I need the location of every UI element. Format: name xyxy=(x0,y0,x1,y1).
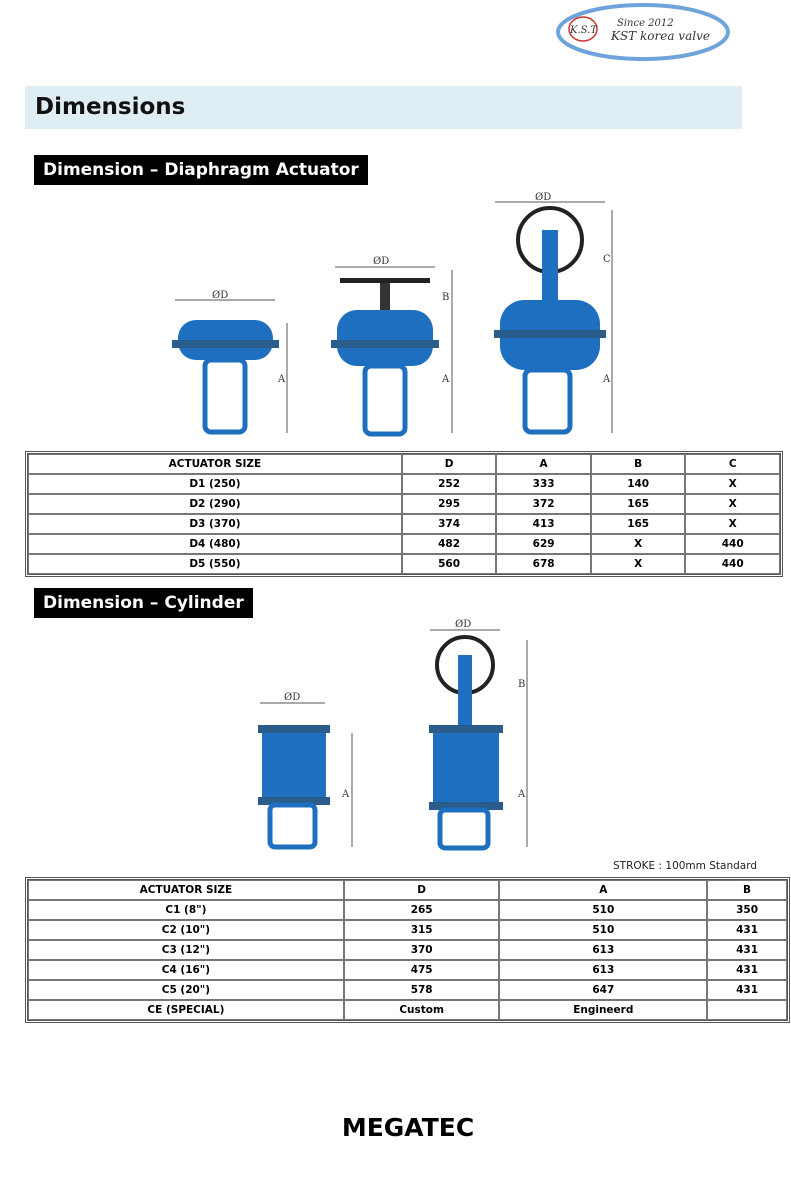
svg-text:A: A xyxy=(602,374,611,385)
section-label-diaphragm: Dimension – Diaphragm Actuator xyxy=(34,155,368,185)
table-cell: 510 xyxy=(499,920,708,940)
table-cell: 440 xyxy=(685,554,780,574)
table-cell: 165 xyxy=(590,494,686,514)
table-cell: 431 xyxy=(707,940,787,960)
table-cell: C2 (10") xyxy=(28,920,344,940)
table-cell: 140 xyxy=(590,474,686,494)
svg-text:A: A xyxy=(441,374,450,385)
table-cell: 440 xyxy=(685,534,780,554)
table-cell: X xyxy=(590,534,686,554)
table-cell: C4 (16") xyxy=(28,960,344,980)
svg-text:KST korea valve: KST korea valve xyxy=(610,29,710,43)
table-cell: X xyxy=(685,494,780,514)
table-cell: 372 xyxy=(496,494,591,514)
table-cell: 431 xyxy=(707,960,787,980)
actuator-drawing-d4: ØD C A xyxy=(494,192,613,435)
table-cell: 510 xyxy=(499,900,708,920)
table-cell: 252 xyxy=(401,474,497,494)
table-cell: 165 xyxy=(590,514,686,534)
table-cell: 475 xyxy=(343,960,500,980)
table-cell: 482 xyxy=(401,534,497,554)
table-cell: 629 xyxy=(496,534,591,554)
table-cell: D2 (290) xyxy=(28,494,402,514)
table-cell: 315 xyxy=(343,920,500,940)
table-cell: 333 xyxy=(496,474,591,494)
table-cell xyxy=(707,1000,787,1020)
table-cell: X xyxy=(590,554,686,574)
kst-logo: K.S.T Since 2012 KST korea valve xyxy=(556,3,730,61)
diaphragm-actuator-drawings: ØD A ØD B A ØD C A xyxy=(172,192,613,437)
table-cell: D3 (370) xyxy=(28,514,402,534)
svg-text:ØD: ØD xyxy=(373,256,389,267)
svg-text:K.S.T: K.S.T xyxy=(569,25,598,36)
svg-text:A: A xyxy=(341,789,350,800)
table-cell: Custom xyxy=(343,1000,500,1020)
cylinder-drawing-small: ØD A xyxy=(258,692,353,850)
table-cell: 613 xyxy=(499,940,708,960)
footer-brand: MEGATEC xyxy=(341,1113,475,1142)
svg-text:ØD: ØD xyxy=(455,619,471,630)
page-header: Dimensions xyxy=(25,86,742,129)
cylinder-actuator-drawings: ØD A ØD B A xyxy=(258,619,528,851)
table-cell: 678 xyxy=(496,554,591,574)
table-cell: 647 xyxy=(499,980,708,1000)
table-cell: 265 xyxy=(343,900,500,920)
table-cell: C1 (8") xyxy=(28,900,344,920)
table-cell: 431 xyxy=(707,920,787,940)
table-cell: CE (SPECIAL) xyxy=(28,1000,344,1020)
table-cell: 350 xyxy=(707,900,787,920)
table-cell: 295 xyxy=(401,494,497,514)
table-cell: Engineerd xyxy=(499,1000,708,1020)
table-cell: 374 xyxy=(401,514,497,534)
actuator-drawing-d1: ØD A xyxy=(172,290,288,435)
table-cell: X xyxy=(685,474,780,494)
svg-text:A: A xyxy=(517,789,526,800)
svg-text:C: C xyxy=(603,254,611,265)
table-cell: 578 xyxy=(343,980,500,1000)
stroke-note: STROKE : 100mm Standard xyxy=(613,860,757,872)
table-cell: 431 xyxy=(707,980,787,1000)
svg-text:ØD: ØD xyxy=(535,192,551,203)
table-cell: D5 (550) xyxy=(28,554,402,574)
actuator-drawing-d2: ØD B A xyxy=(331,256,453,437)
svg-text:ØD: ØD xyxy=(284,692,300,703)
svg-text:B: B xyxy=(518,679,525,690)
svg-text:A: A xyxy=(277,374,286,385)
table-cell: D4 (480) xyxy=(28,534,402,554)
table-cell: 560 xyxy=(401,554,497,574)
svg-text:B: B xyxy=(442,292,449,303)
table-cell: X xyxy=(685,514,780,534)
table-cell: 370 xyxy=(343,940,500,960)
table-cell: 613 xyxy=(499,960,708,980)
cylinder-drawing-handwheel: ØD B A xyxy=(429,619,528,851)
section-label-cylinder: Dimension – Cylinder xyxy=(34,588,253,618)
table-cell: D1 (250) xyxy=(28,474,402,494)
table-cell: C3 (12") xyxy=(28,940,344,960)
svg-text:ØD: ØD xyxy=(212,290,228,301)
svg-text:Since 2012: Since 2012 xyxy=(617,18,674,29)
table-cell: C5 (20") xyxy=(28,980,344,1000)
page-title: Dimensions xyxy=(35,94,186,120)
table-cell: 413 xyxy=(496,514,591,534)
